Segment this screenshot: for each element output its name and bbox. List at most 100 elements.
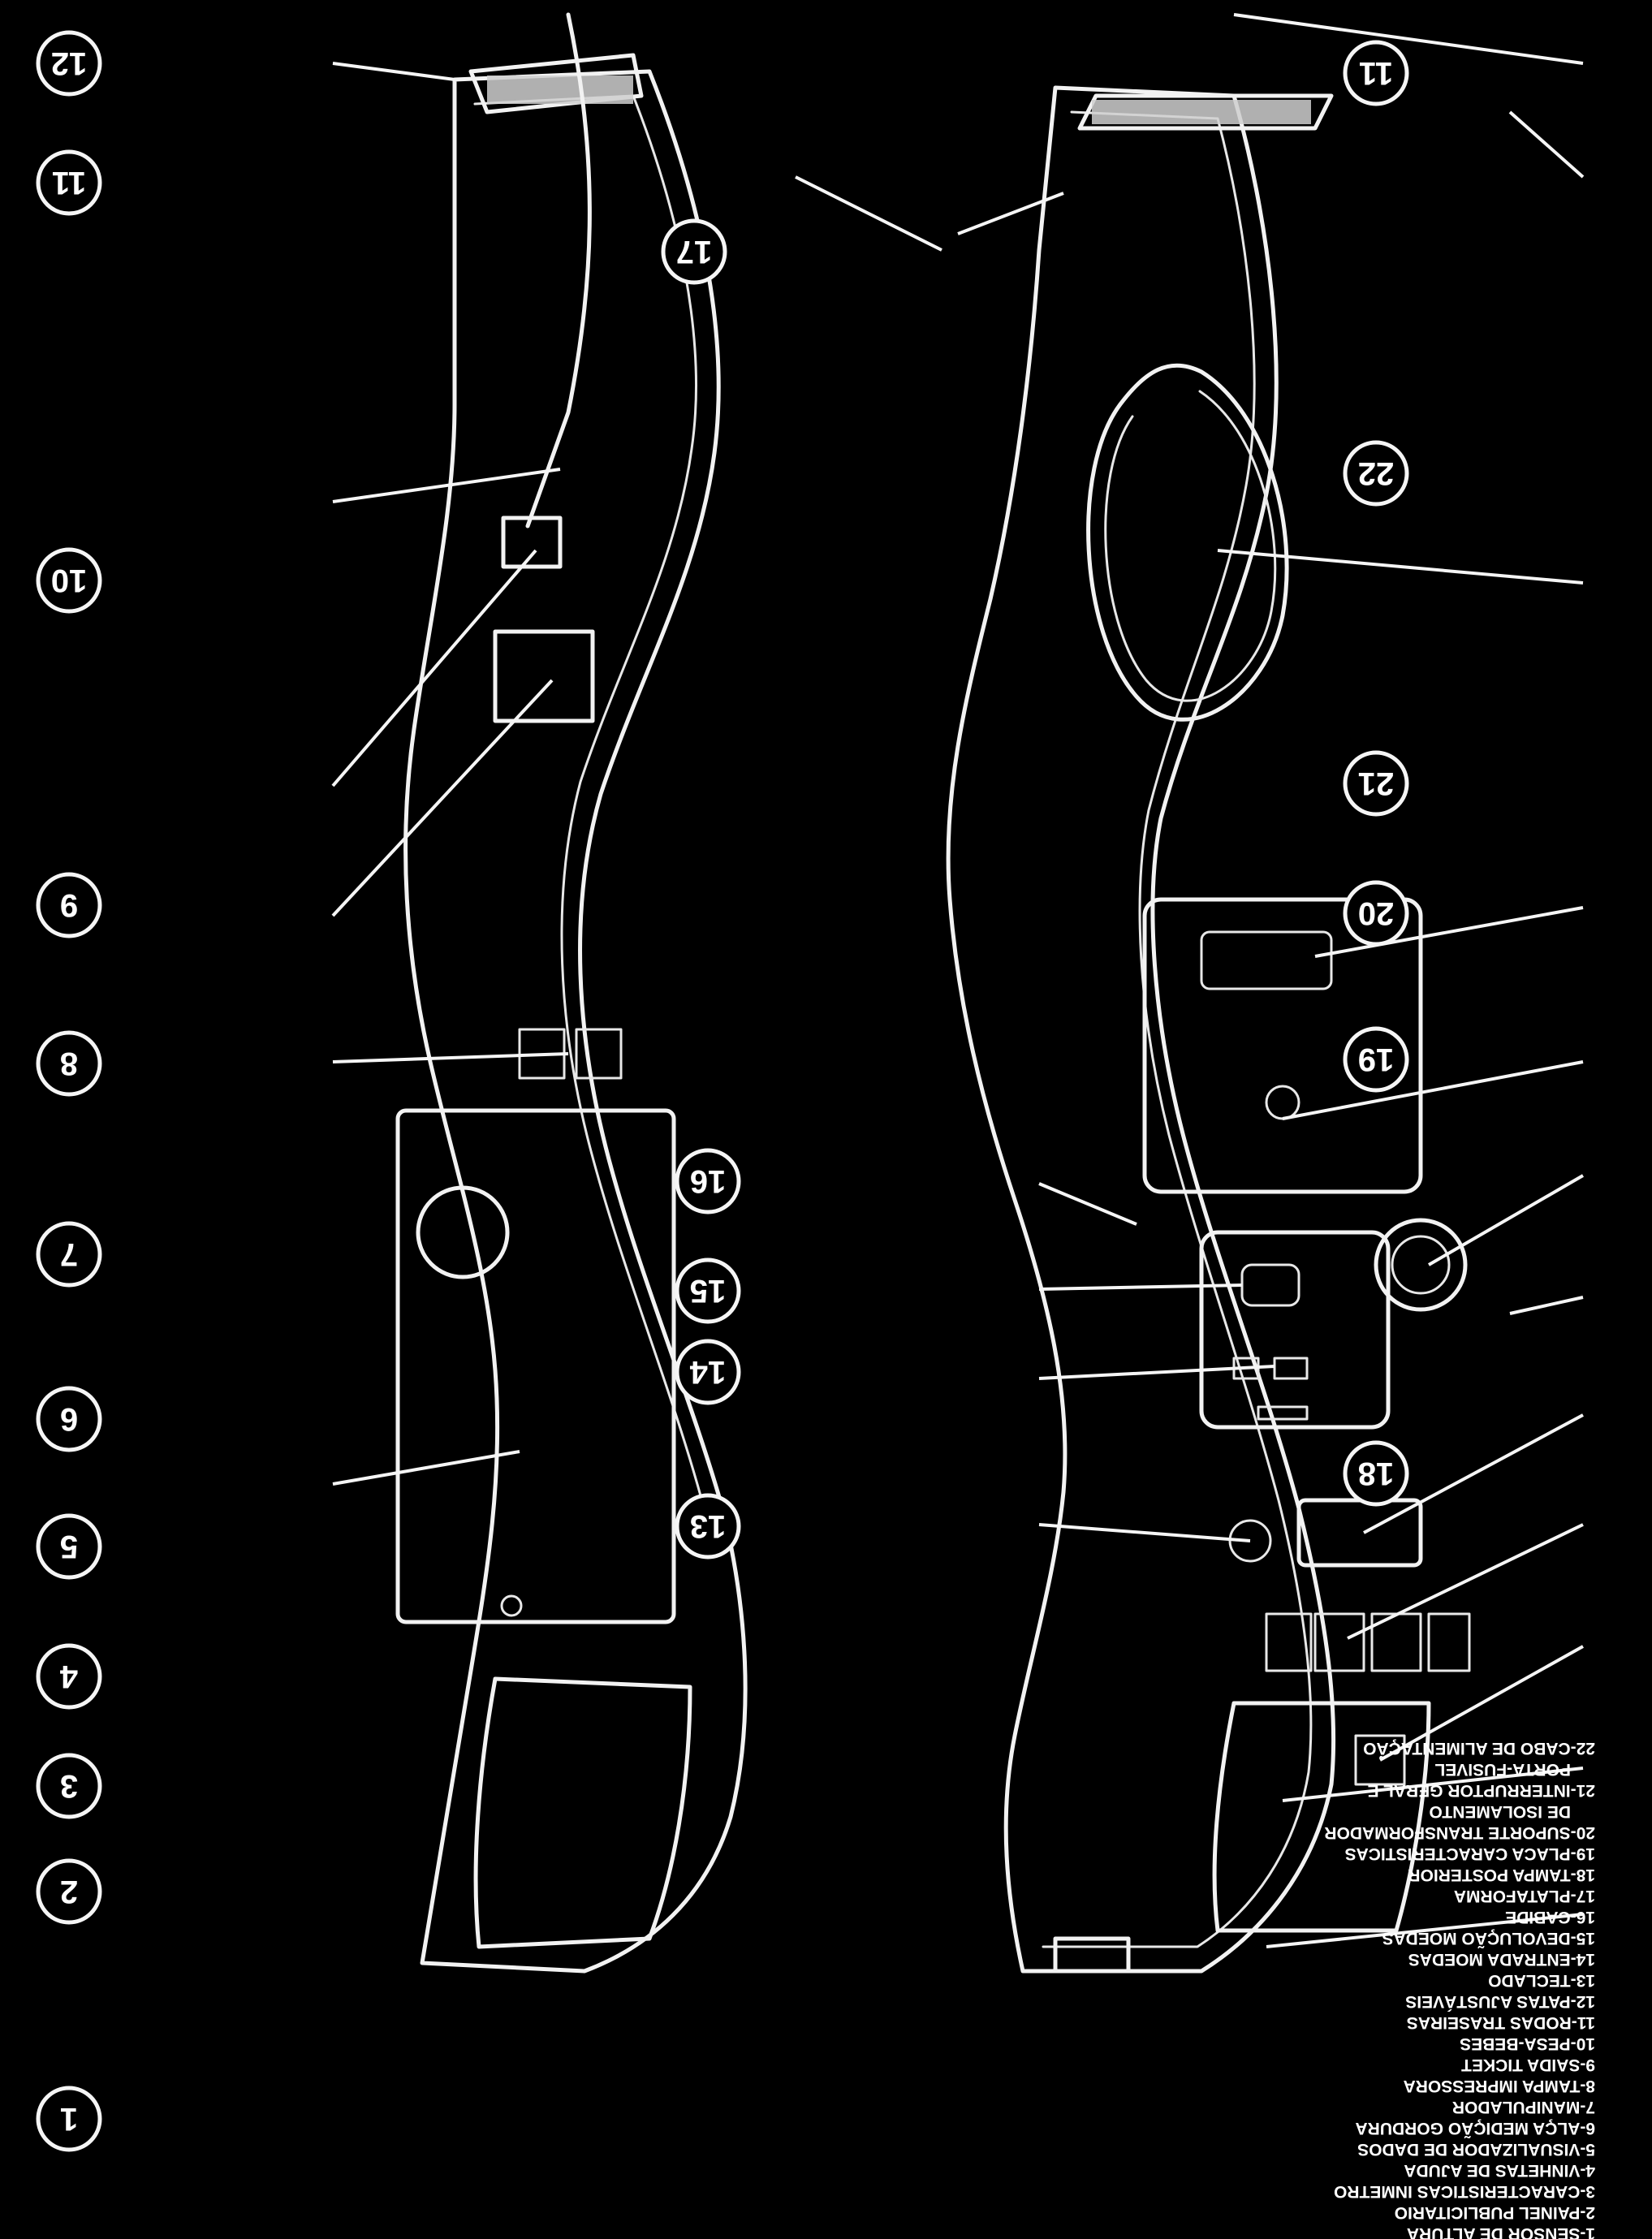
- svg-text:6: 6: [60, 1401, 78, 1437]
- rear-transformer-support: [493, 629, 595, 723]
- rear-manipulator: [416, 1185, 510, 1279]
- legend-line-3: 3-CARACTERISTICAS INMETRO: [1334, 2182, 1595, 2201]
- svg-text:4: 4: [59, 1659, 78, 1694]
- front-height-sensor: [1053, 1936, 1131, 1974]
- legend-line-18: 18-TAMPA POSTERIOR: [1408, 1866, 1595, 1884]
- rear-cover: [395, 1108, 676, 1624]
- svg-text:8: 8: [60, 1046, 78, 1081]
- legend-line-12: 12-PATAS AJUSTÁVEIS: [1405, 1992, 1595, 2011]
- front-manipulator-inner: [1391, 1235, 1451, 1295]
- svg-text:3: 3: [60, 1768, 78, 1804]
- legend-line-5: 5-VISUALIZADOR DE DADOS: [1357, 2140, 1595, 2159]
- svg-text:5: 5: [60, 1529, 78, 1564]
- legend-line-11: 11-RODAS TRASEIRAS: [1407, 2013, 1595, 2032]
- callout-7: 7: [36, 1221, 102, 1288]
- rear-cover-lock: [500, 1594, 523, 1617]
- legend-line-15: 15-DEVOLUÇÃO MOEDAS: [1382, 1929, 1595, 1948]
- legend-line-23: PORTA-FUSIVEL: [1434, 1760, 1571, 1779]
- rear-view-machine: [395, 12, 748, 1974]
- svg-text:1: 1: [60, 2101, 78, 2137]
- legend-line-17: 17-PLATAFORMA: [1454, 1887, 1595, 1905]
- callout-12: 12: [36, 30, 102, 97]
- callout-13: 13: [675, 1493, 741, 1560]
- callout-17: 17: [661, 218, 727, 285]
- callout-6: 6: [36, 1386, 102, 1452]
- svg-text:10: 10: [51, 563, 88, 598]
- rear-char-plate-2: [575, 1028, 623, 1080]
- leader-lines: [331, 13, 1585, 1948]
- svg-text:22: 22: [1358, 455, 1395, 491]
- callout-14: 14: [675, 1339, 741, 1405]
- rear-main-switch: [501, 516, 563, 569]
- callout-11a: 11: [36, 149, 102, 216]
- rear-body-outline: [403, 69, 748, 1974]
- callout-3: 3: [36, 1753, 102, 1819]
- svg-text:2: 2: [60, 1874, 78, 1909]
- front-baby-scale-inner: [1104, 390, 1277, 702]
- callout-9: 9: [36, 872, 102, 938]
- rear-power-cable: [525, 12, 592, 528]
- legend: 1-SENSOR DE ALTURA 2-PAINEL PUBLICITARIO…: [1324, 1739, 1595, 2239]
- front-help-buttons: [1265, 1612, 1471, 1672]
- legend-line-1: 1-SENSOR DE ALTURA: [1407, 2224, 1595, 2239]
- rotated-drawing: [331, 12, 1585, 1974]
- rear-platform-grille: [487, 75, 633, 104]
- legend-line-20: 20-SUPORTE TRANSFORMADOR: [1324, 1823, 1595, 1842]
- legend-line-9: 9-SAIDA TICKET: [1461, 2056, 1595, 2074]
- svg-text:7: 7: [60, 1236, 78, 1272]
- callout-10: 10: [36, 547, 102, 614]
- svg-text:12: 12: [51, 45, 88, 81]
- legend-line-22: 21-INTERRUPTOR GERAL E: [1368, 1781, 1595, 1800]
- callout-21: 21: [1343, 750, 1409, 817]
- front-view-machine: [946, 85, 1471, 1974]
- svg-text:9: 9: [60, 887, 78, 923]
- svg-text:19: 19: [1358, 1042, 1395, 1077]
- legend-line-16: 16-CABIDE: [1505, 1908, 1595, 1926]
- front-coin-slot: [1257, 1405, 1309, 1421]
- svg-text:13: 13: [690, 1508, 727, 1544]
- front-printer-lock: [1265, 1085, 1300, 1120]
- front-baby-scale: [1086, 363, 1289, 722]
- front-coin-panel: [1199, 1230, 1391, 1430]
- callout-4: 4: [36, 1643, 102, 1710]
- legend-line-14: 14-ENTRADA MOEDAS: [1408, 1950, 1595, 1969]
- svg-text:21: 21: [1358, 766, 1395, 801]
- svg-text:15: 15: [690, 1273, 727, 1309]
- legend-line-24: 22-CABO DE ALIMENTAÇÃO: [1363, 1739, 1595, 1758]
- callout-1: 1: [36, 2086, 102, 2152]
- legend-line-19: 19-PLACA CARACTERISTICAS: [1345, 1844, 1595, 1863]
- callout-19: 19: [1343, 1026, 1409, 1093]
- legend-line-7: 7-MANIPULADOR: [1452, 2098, 1595, 2116]
- legend-line-6: 6-ALÇA MEDIÇÃO GORDURA: [1355, 2119, 1595, 2138]
- front-manipulator: [1374, 1218, 1468, 1312]
- svg-text:14: 14: [689, 1354, 726, 1390]
- front-ad-panel: [1212, 1701, 1431, 1933]
- front-body-outline: [946, 85, 1336, 1974]
- front-inmetro-label: [1354, 1734, 1406, 1786]
- callout-11b: 11: [1343, 40, 1409, 106]
- callout-15: 15: [675, 1258, 741, 1324]
- front-platform-grille: [1092, 100, 1311, 124]
- legend-line-4: 4-VINHETAS DE AJUDA: [1404, 2161, 1595, 2180]
- front-printer-cover: [1142, 897, 1423, 1194]
- callout-5: 5: [36, 1513, 102, 1580]
- front-coin-entry-2: [1273, 1357, 1309, 1380]
- legend-line-2: 2-PAINEL PUBLICITARIO: [1395, 2203, 1595, 2222]
- rear-bottom-panel: [473, 1676, 692, 1949]
- callout-22: 22: [1343, 440, 1409, 507]
- svg-text:20: 20: [1358, 895, 1395, 931]
- front-body-inner: [1042, 110, 1313, 1948]
- callout-2: 2: [36, 1858, 102, 1925]
- svg-text:17: 17: [676, 234, 713, 270]
- legend-line-10: 10-PESA-BEBES: [1460, 2034, 1595, 2053]
- front-display: [1296, 1498, 1423, 1568]
- svg-text:11: 11: [1359, 55, 1393, 91]
- front-ticket-slot: [1200, 930, 1333, 990]
- callout-18: 18: [1343, 1440, 1409, 1507]
- legend-line-8: 8-TAMPA IMPRESSORA: [1404, 2077, 1595, 2095]
- callout-16: 16: [675, 1148, 741, 1214]
- svg-text:18: 18: [1358, 1456, 1395, 1491]
- callouts: 1 2 3 4 5 6 7 8: [36, 30, 1409, 2152]
- front-coin-return: [1240, 1263, 1300, 1307]
